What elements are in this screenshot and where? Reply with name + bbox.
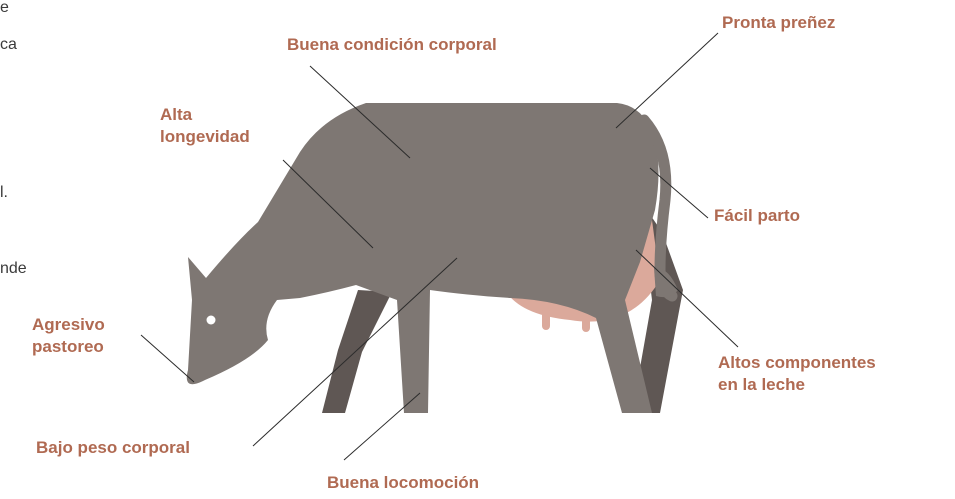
leader-line-altos-componentes — [635, 249, 739, 348]
cow-body — [186, 103, 659, 413]
label-bajo-peso-corporal: Bajo peso corporal — [36, 438, 190, 457]
cut-text-fragment-4: nde — [0, 260, 27, 277]
label-facil-parto: Fácil parto — [714, 206, 800, 225]
cut-text-fragment-1: e — [0, 0, 9, 16]
cow-eye — [206, 315, 216, 325]
label-altos-componentes-leche: Altos componentes en la leche — [718, 353, 876, 394]
cow-teat-2 — [582, 310, 590, 332]
cow-tail-tuft — [654, 267, 678, 298]
leader-line-bajo-peso — [252, 257, 458, 447]
cow-far-front-leg — [322, 290, 392, 413]
label-buena-locomocion: Buena locomoción — [327, 473, 480, 492]
leader-line-agresivo-pastoreo — [140, 334, 195, 383]
leader-line-pronta-prenez — [615, 32, 719, 129]
label-alta-longevidad: Alta longevidad — [160, 105, 250, 146]
cow-far-hind-leg — [632, 200, 683, 413]
cow-teat-1 — [542, 308, 550, 330]
leader-line-facil-parto — [649, 167, 709, 219]
label-pronta-prenez: Pronta preñez — [722, 13, 836, 32]
leader-line-alta-longevidad — [282, 159, 374, 249]
leader-line-buena-locomocion — [343, 392, 421, 461]
cut-text-fragment-3: l. — [0, 184, 8, 201]
cut-text-fragment-2: ca — [0, 36, 17, 53]
label-buena-condicion-corporal: Buena condición corporal — [287, 35, 497, 54]
leader-line-buena-condicion — [309, 65, 411, 159]
label-agresivo-pastoreo: Agresivo pastoreo — [32, 315, 105, 356]
